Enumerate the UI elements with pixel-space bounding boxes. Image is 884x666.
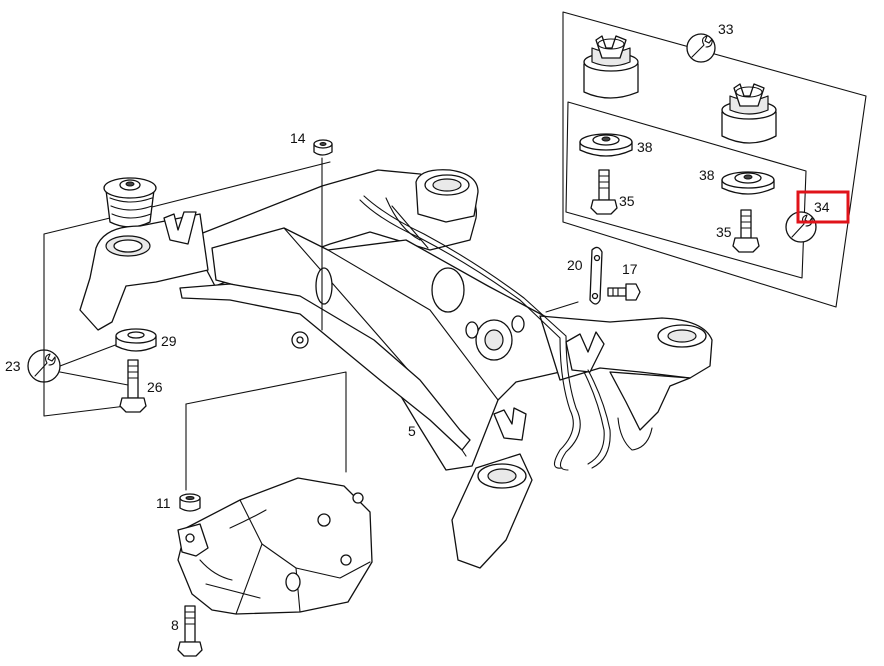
bolt-35-right[interactable] — [732, 209, 760, 253]
callout-35-right[interactable]: 35 — [716, 224, 732, 240]
callout-23[interactable]: 23 — [5, 358, 21, 374]
callout-33[interactable]: 33 — [718, 21, 734, 37]
cable-loop — [359, 195, 611, 471]
wrench-icon — [686, 33, 716, 63]
washer-right[interactable] — [721, 171, 775, 195]
callout-34[interactable]: 34 — [814, 199, 830, 215]
callout-5[interactable]: 5 — [408, 423, 416, 439]
callout-38-right[interactable]: 38 — [699, 167, 715, 183]
callout-11[interactable]: 11 — [156, 495, 171, 511]
kit-frame-inner — [565, 101, 807, 279]
washer-left[interactable] — [579, 133, 633, 157]
bolt-8[interactable] — [177, 605, 203, 657]
left-mount-frame — [43, 161, 331, 417]
callout-8[interactable]: 8 — [171, 617, 179, 633]
rubber-mount-top-right[interactable] — [721, 83, 777, 144]
callout-14[interactable]: 14 — [290, 130, 306, 146]
differential-housing[interactable] — [177, 477, 373, 615]
rubber-mount-top-left[interactable] — [583, 35, 639, 99]
callout-29[interactable]: 29 — [161, 333, 177, 349]
rubber-mount-left[interactable] — [103, 177, 157, 228]
highlight-box — [796, 190, 850, 224]
callout-38-left[interactable]: 38 — [637, 139, 653, 155]
washer-29[interactable] — [115, 328, 157, 352]
callout-17[interactable]: 17 — [622, 261, 638, 277]
leader-lines — [185, 157, 579, 491]
nut-14[interactable] — [313, 139, 333, 156]
screw-17[interactable] — [607, 283, 641, 301]
callout-26[interactable]: 26 — [147, 379, 163, 395]
callout-35-left[interactable]: 35 — [619, 193, 635, 209]
kit-frame-outer — [562, 11, 867, 308]
bolt-26[interactable] — [119, 359, 147, 413]
bolt-35-left[interactable] — [590, 169, 618, 215]
bracket-20[interactable] — [589, 246, 603, 305]
bush-11[interactable] — [179, 493, 201, 512]
wrench-icon — [785, 211, 817, 243]
rear-axle-carrier[interactable] — [79, 169, 713, 569]
callout-20[interactable]: 20 — [567, 257, 583, 273]
